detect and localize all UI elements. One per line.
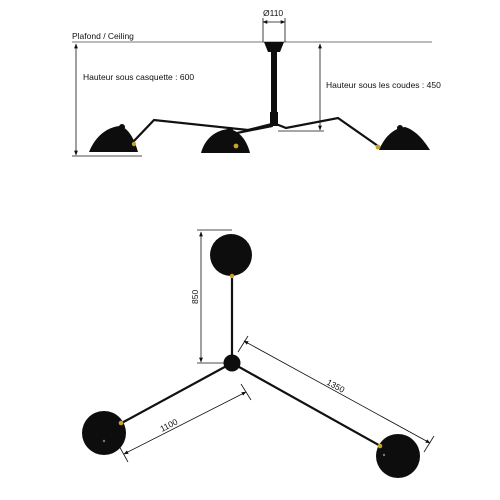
top-shade-lower-left bbox=[82, 411, 126, 455]
shade-height-label: Hauteur sous casquette : 600 bbox=[83, 72, 194, 82]
elbow-height-label: Hauteur sous les coudes : 450 bbox=[326, 80, 441, 90]
top-dimension-850-label: 850 bbox=[190, 290, 200, 304]
top-dimension-1100 bbox=[123, 391, 247, 455]
top-view: 850 1350 1100 bbox=[82, 229, 435, 478]
top-hub bbox=[223, 354, 241, 372]
ceiling-label: Plafond / Ceiling bbox=[72, 31, 134, 41]
top-shade-lower-right bbox=[376, 434, 420, 478]
top-shade-upper bbox=[210, 234, 252, 279]
top-dimension-1350 bbox=[243, 340, 431, 444]
top-dimension-1350-label: 1350 bbox=[325, 377, 347, 395]
right-shade-side bbox=[375, 125, 430, 150]
ceiling-canopy bbox=[264, 42, 284, 52]
canopy-diameter-label: Ø110 bbox=[263, 8, 283, 18]
lamp-stem bbox=[271, 52, 277, 112]
top-arm-lower-left bbox=[116, 361, 234, 427]
center-shade-side bbox=[201, 127, 250, 153]
side-view: Plafond / Ceiling Ø110 Hauteur sous casq… bbox=[72, 8, 441, 157]
center-arm-side bbox=[230, 124, 274, 136]
left-arm-side bbox=[131, 118, 274, 144]
left-shade-side bbox=[89, 124, 138, 152]
right-arm-side bbox=[274, 116, 380, 148]
top-arm-lower-right bbox=[230, 361, 386, 450]
